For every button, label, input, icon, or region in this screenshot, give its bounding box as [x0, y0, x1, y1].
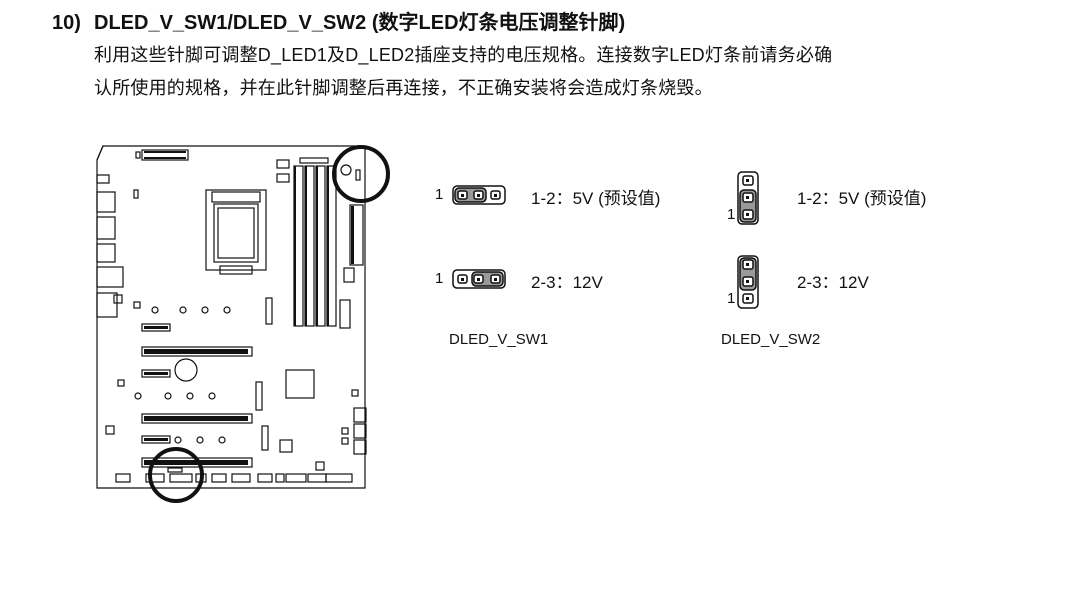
- battery: [174, 358, 198, 382]
- sw1-setting-1-text: 1-2：5V (预设值): [531, 189, 661, 208]
- section-number: 10): [52, 12, 81, 34]
- jumper-sw1-setting-1: [452, 185, 506, 205]
- chipset: [285, 369, 315, 399]
- sw2-name: DLED_V_SW2: [721, 331, 821, 348]
- description-line-1: 利用这些针脚可调整D_LED1及D_LED2插座支持的电压规格。连接数字LED灯…: [94, 45, 833, 65]
- pin1-label: 1: [727, 290, 736, 307]
- jumper-sw2-setting-2: [737, 255, 759, 309]
- atx-connector: [349, 204, 364, 266]
- jumper-sw1-setting-2: [452, 269, 506, 289]
- pin1-label: 1: [435, 270, 444, 287]
- cpu-socket: [205, 189, 267, 271]
- sw1-name: DLED_V_SW1: [449, 331, 549, 348]
- pcie-slot: [141, 346, 253, 357]
- sw2-setting-2-text: 2-3：12V: [797, 273, 869, 292]
- description-line-2: 认所使用的规格，并在此针脚调整后再连接，不正确安装将会造成灯条烧毁。: [94, 78, 713, 98]
- sw2-setting-1-text: 1-2：5V (预设值): [797, 189, 927, 208]
- pin1-label: 1: [727, 206, 736, 223]
- pin1-label: 1: [435, 186, 444, 203]
- pcie-slot: [141, 413, 253, 424]
- highlight-circle-sw2: [148, 447, 204, 503]
- section-title: DLED_V_SW1/DLED_V_SW2 (数字LED灯条电压调整针脚): [94, 12, 626, 34]
- jumper-sw2-setting-1: [737, 171, 759, 225]
- highlight-circle-sw1: [332, 145, 390, 203]
- section-heading: 10) DLED_V_SW1/DLED_V_SW2 (数字LED灯条电压调整针脚): [52, 6, 625, 35]
- sw1-setting-2-text: 2-3：12V: [531, 273, 603, 292]
